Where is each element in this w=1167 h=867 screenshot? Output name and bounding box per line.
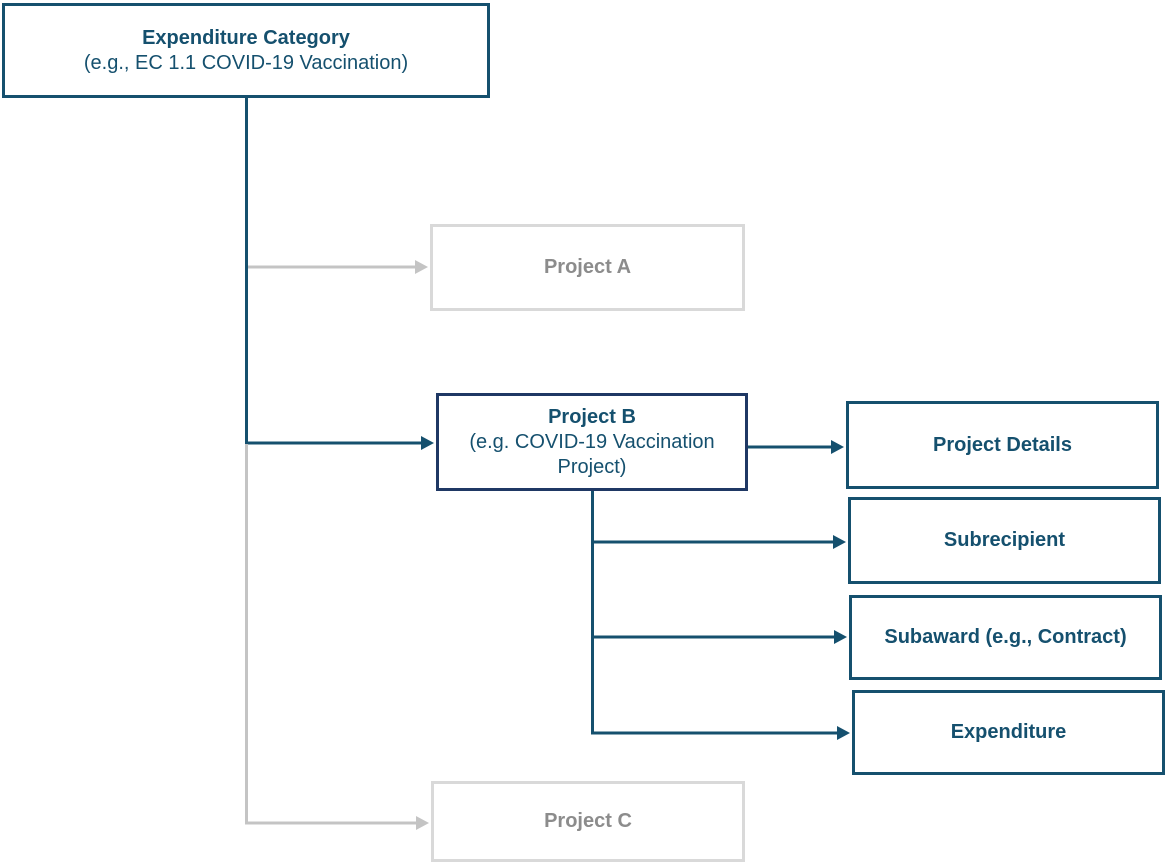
subaward-label: Subaward (e.g., Contract) [884,626,1127,648]
node-project-details: Project Details [846,401,1159,489]
project-a-label: Project A [543,256,632,278]
connector-root-to-project-b [245,98,434,450]
project-b-subtitle: (e.g. COVID-19 Vaccination Project) [469,430,715,478]
project-details-label: Project Details [933,433,1072,456]
node-project-a: Project A [430,224,745,311]
node-expenditure-category: Expenditure Category (e.g., EC 1.1 COVID… [2,3,490,98]
node-project-c: Project C [431,781,745,862]
project-c-label: Project C [544,810,632,832]
connector-project-b-to-subrecipient [591,535,846,549]
expenditure-category-title: Expenditure Category [142,26,350,49]
connector-root-to-project-a [248,260,428,274]
node-subaward: Subaward (e.g., Contract) [849,595,1162,680]
connector-project-b-to-details [748,440,844,454]
expenditure-label: Expenditure [950,721,1067,743]
connector-project-b-to-expenditure [591,726,850,740]
project-b-title: Project B [548,405,636,428]
node-project-b: Project B (e.g. COVID-19 Vaccination Pro… [436,393,748,491]
node-subrecipient: Subrecipient [848,497,1161,584]
connector-root-to-project-c [245,816,429,830]
connector-project-b-to-subaward [591,630,847,644]
expenditure-category-subtitle: (e.g., EC 1.1 COVID-19 Vaccination) [83,51,409,74]
node-expenditure: Expenditure [852,690,1165,775]
subrecipient-label: Subrecipient [943,529,1066,551]
